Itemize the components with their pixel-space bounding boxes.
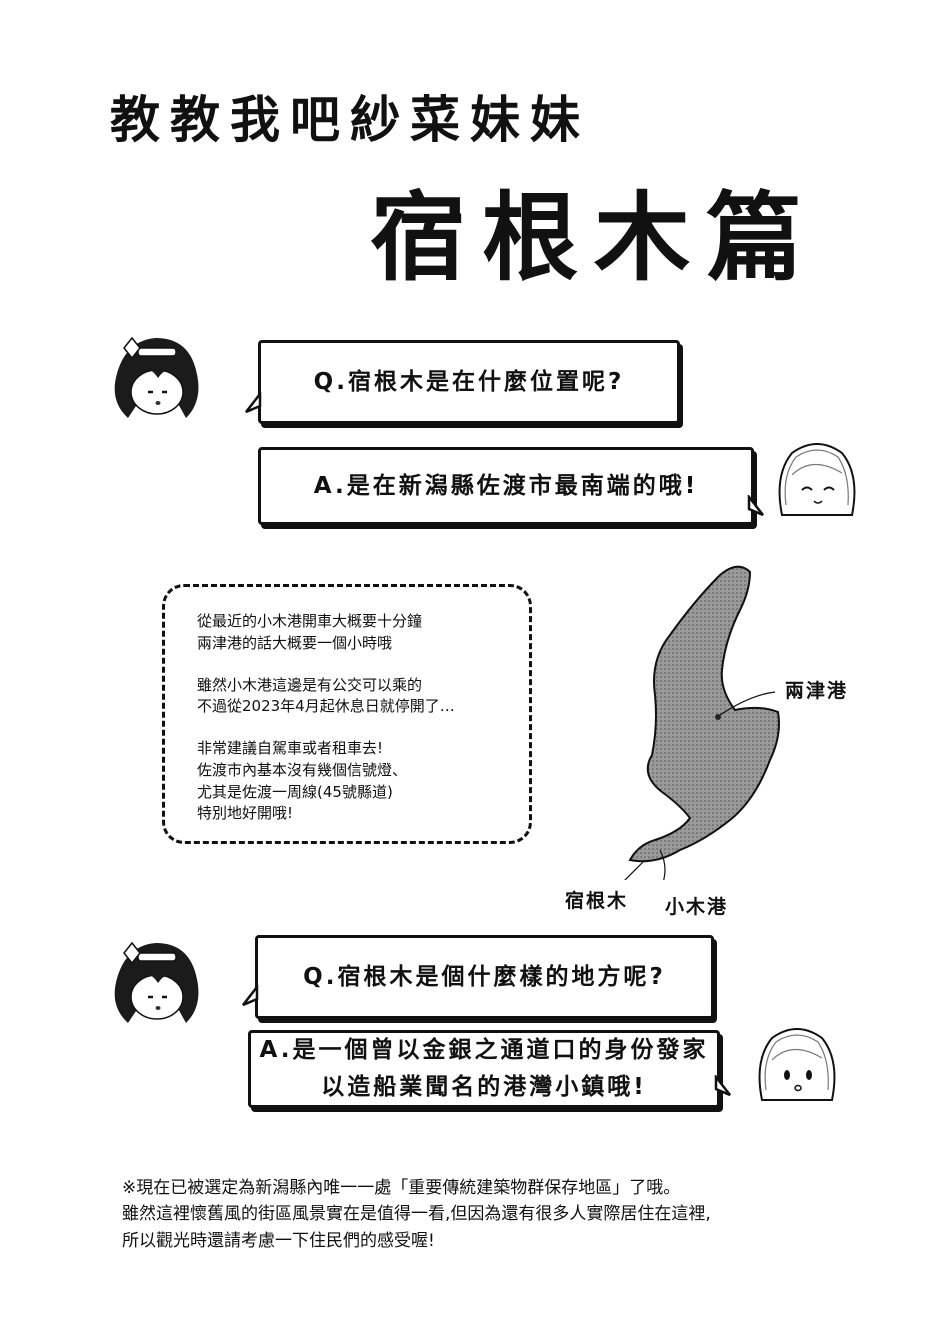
dark-haired-girl-face-1 <box>114 336 199 418</box>
bubble-tail-2 <box>747 495 764 517</box>
footnote-line-1: ※現在已被選定為新潟縣內唯一一處「重要傳統建築物群保存地區」了哦。 <box>122 1178 681 1198</box>
question-text-2: Q.宿根木是個什麼樣的地方呢? <box>303 963 666 990</box>
light-haired-girl-face-2 <box>758 1028 836 1101</box>
answer-bubble-2: A.是一個曾以金銀之通道口的身份發家 以造船業聞名的港灣小鎮哦! <box>248 1030 720 1108</box>
answer-text-2-line-2: 以造船業聞名的港灣小鎮哦! <box>321 1074 647 1100</box>
note-paragraph-3: 非常建議自駕車或者租車去! 佐渡市內基本沒有幾個信號燈、 尤其是佐渡一周線(45… <box>197 739 408 823</box>
question-bubble-1: Q.宿根木是在什麼位置呢? <box>258 340 680 424</box>
bubble-tail-4 <box>714 1075 731 1097</box>
bubble-tail-3 <box>242 985 259 1007</box>
info-note-box: 從最近的小木港開車大概要十分鐘 兩津港的話大概要一個小時哦 雖然小木港這邊是有公… <box>162 584 532 844</box>
map-label-ogi: 小木港 <box>665 896 729 918</box>
map-label-ryotsu: 兩津港 <box>785 680 849 702</box>
sado-island-map <box>624 565 780 880</box>
footnote: ※現在已被選定為新潟縣內唯一一處「重要傳統建築物群保存地區」了哦。 雖然這裡懷舊… <box>122 1175 882 1254</box>
series-title: 教教我吧紗菜妹妹 <box>110 91 590 149</box>
note-paragraph-2: 雖然小木港這邊是有公交可以乘的 不過從2023年4月起休息日就停開了… <box>197 675 455 716</box>
note-paragraph-1: 從最近的小木港開車大概要十分鐘 兩津港的話大概要一個小時哦 <box>197 612 423 652</box>
light-haired-girl-face-1 <box>778 443 856 516</box>
chapter-title: 宿根木篇 <box>370 182 818 294</box>
map-label-shukunegi: 宿根木 <box>565 890 629 912</box>
footnote-line-3: 所以觀光時還請考慮一下住民們的感受喔! <box>122 1230 435 1251</box>
answer-text-2-line-1: A.是一個曾以金銀之通道口的身份發家 <box>259 1037 709 1064</box>
answer-bubble-1: A.是在新潟縣佐渡市最南端的哦! <box>258 447 754 525</box>
footnote-line-2: 雖然這裡懷舊風的街區風景實在是值得一看,但因為還有很多人實際居住在這裡, <box>122 1204 711 1225</box>
bubble-tail-1 <box>245 392 262 414</box>
question-bubble-2: Q.宿根木是個什麼樣的地方呢? <box>255 935 714 1019</box>
answer-text-1: A.是在新潟縣佐渡市最南端的哦! <box>313 472 699 499</box>
question-text-1: Q.宿根木是在什麼位置呢? <box>313 368 625 395</box>
dark-haired-girl-face-2 <box>114 941 199 1023</box>
